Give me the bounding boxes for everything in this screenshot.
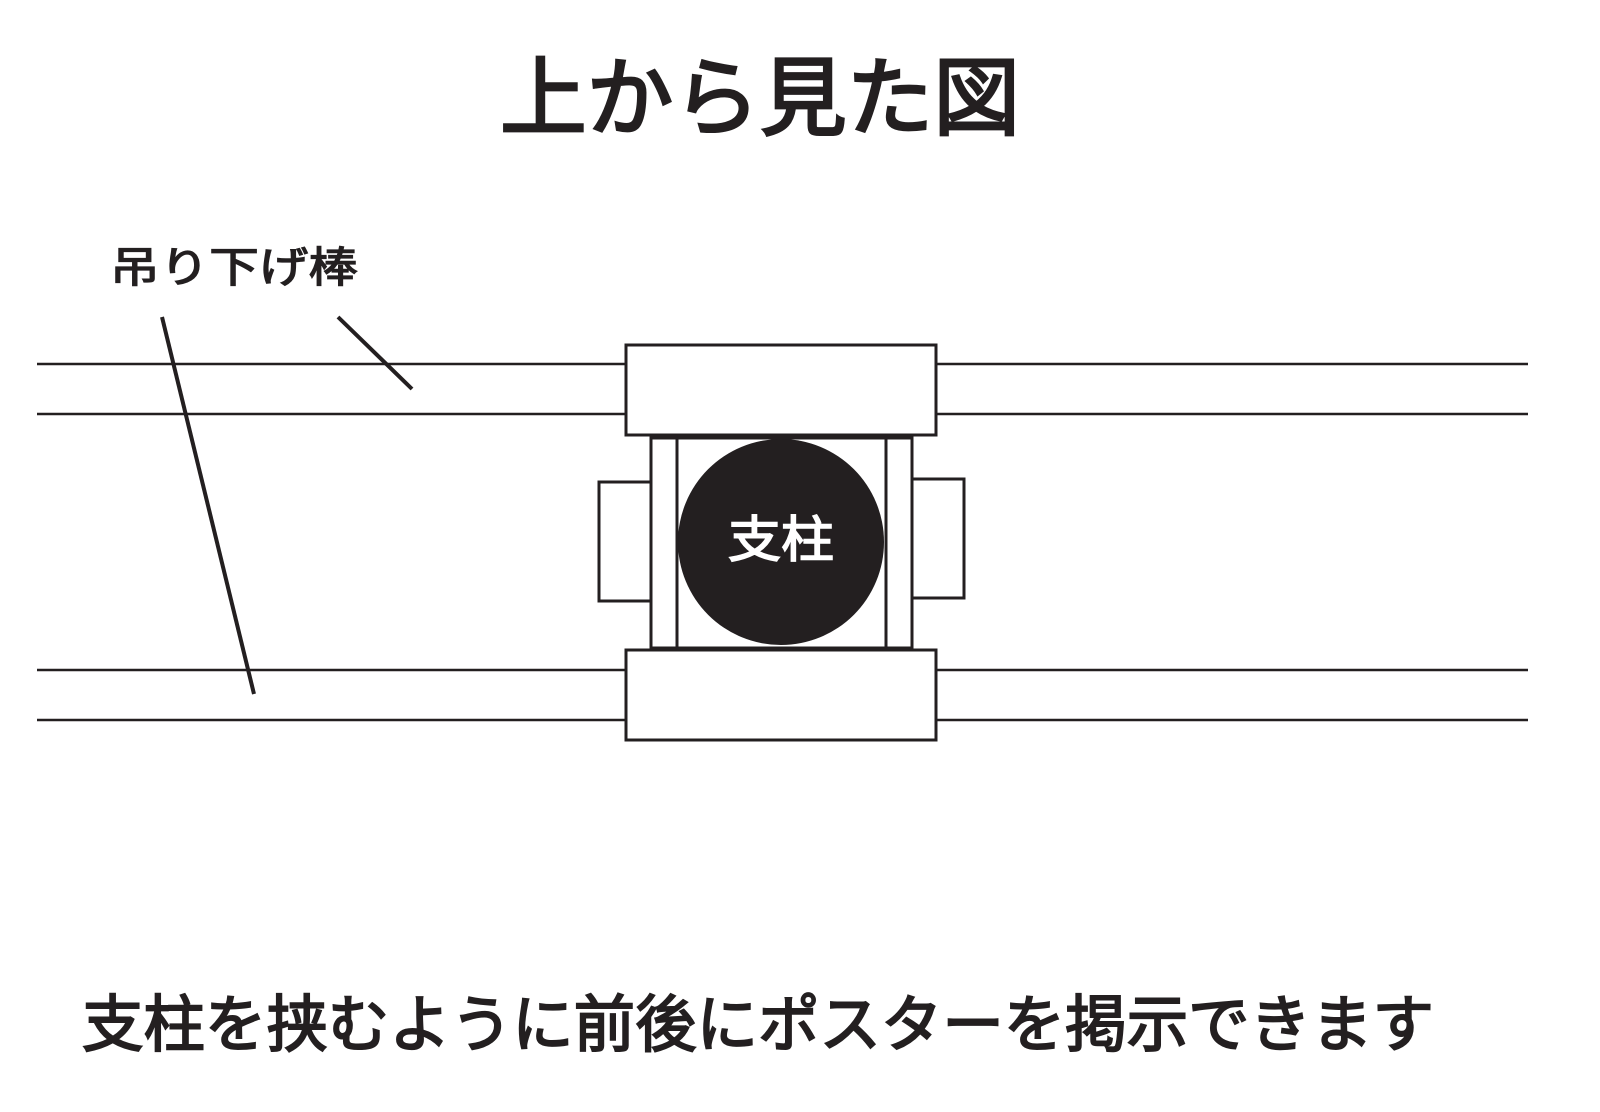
rod-leader-lines: [160, 315, 414, 695]
pillar-label: 支柱: [728, 511, 834, 569]
pillar-circle: [678, 439, 884, 645]
clamp-right-bar: [884, 436, 914, 650]
clamp-lower-block: [624, 648, 938, 742]
lower-hanging-rod: [37, 668, 1528, 722]
leader-line-lower-rod: [160, 316, 256, 695]
diagram-title: 上から見た図: [500, 49, 1020, 149]
clamp-left-bar: [649, 436, 679, 650]
clamp-upper-block: [624, 343, 938, 437]
clamp-assembly: [597, 343, 966, 742]
clamp-left-tab: [597, 480, 653, 603]
upper-hanging-rod: [37, 362, 1528, 416]
clamp-right-tab: [910, 477, 966, 600]
rod-label: 吊り下げ棒: [110, 243, 359, 292]
leader-line-upper-rod: [336, 315, 414, 391]
diagram-caption: 支柱を挟むように前後にポスターを掲示できます: [82, 988, 1434, 1061]
